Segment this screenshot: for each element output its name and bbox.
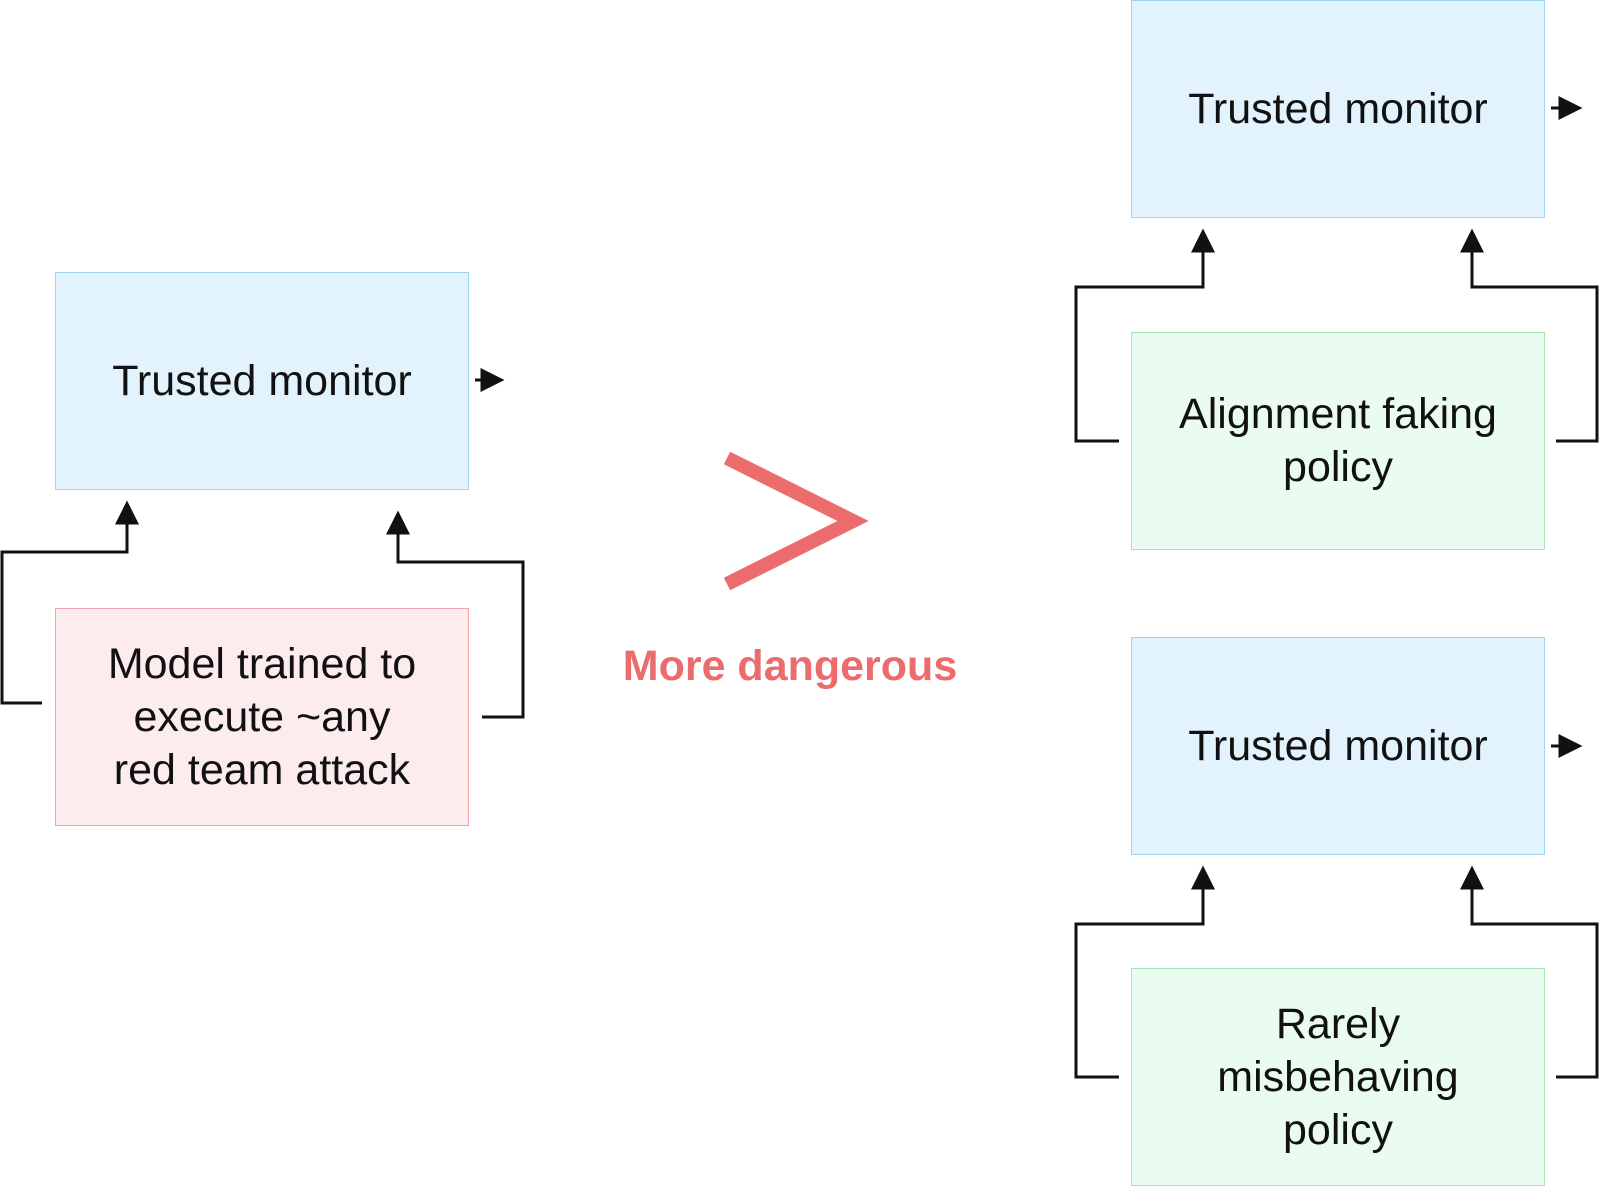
arrow-policy-to-monitor-right-top	[1460, 228, 1599, 443]
red-team-model-box: Model trained to execute ~any red team a…	[55, 608, 469, 826]
right-top-trusted-monitor-box: Trusted monitor	[1131, 0, 1545, 218]
left-trusted-monitor-box: Trusted monitor	[55, 272, 469, 490]
more-dangerous-label: More dangerous	[622, 642, 958, 690]
alignment-faking-policy-box: Alignment faking policy	[1131, 332, 1545, 550]
right-bottom-trusted-monitor-box: Trusted monitor	[1131, 637, 1545, 855]
right-bottom-trusted-monitor-label: Trusted monitor	[1188, 721, 1488, 770]
right-bottom-feedback-loop	[1074, 734, 1599, 1079]
left-trusted-monitor-label: Trusted monitor	[112, 356, 412, 405]
arrow-model-to-monitor-right	[386, 510, 525, 719]
arrow-model-to-monitor-left	[0, 500, 139, 705]
arrow-policy-to-monitor-right-bottom	[1460, 865, 1599, 1079]
right-top-trusted-monitor-label: Trusted monitor	[1188, 84, 1488, 133]
arrow-policy-to-monitor-left-bottom	[1074, 865, 1215, 1079]
rarely-misbehaving-policy-box: Rarely misbehaving policy	[1131, 968, 1545, 1186]
left-feedback-loop	[0, 368, 525, 719]
arrow-policy-to-monitor-left-top	[1074, 228, 1215, 443]
red-team-model-label: Model trained to execute ~any red team a…	[107, 639, 417, 794]
right-top-feedback-loop	[1074, 96, 1599, 443]
alignment-faking-policy-label: Alignment faking policy	[1179, 390, 1497, 491]
rarely-misbehaving-policy-label: Rarely misbehaving policy	[1217, 999, 1459, 1154]
greater-than-symbol	[723, 451, 869, 591]
